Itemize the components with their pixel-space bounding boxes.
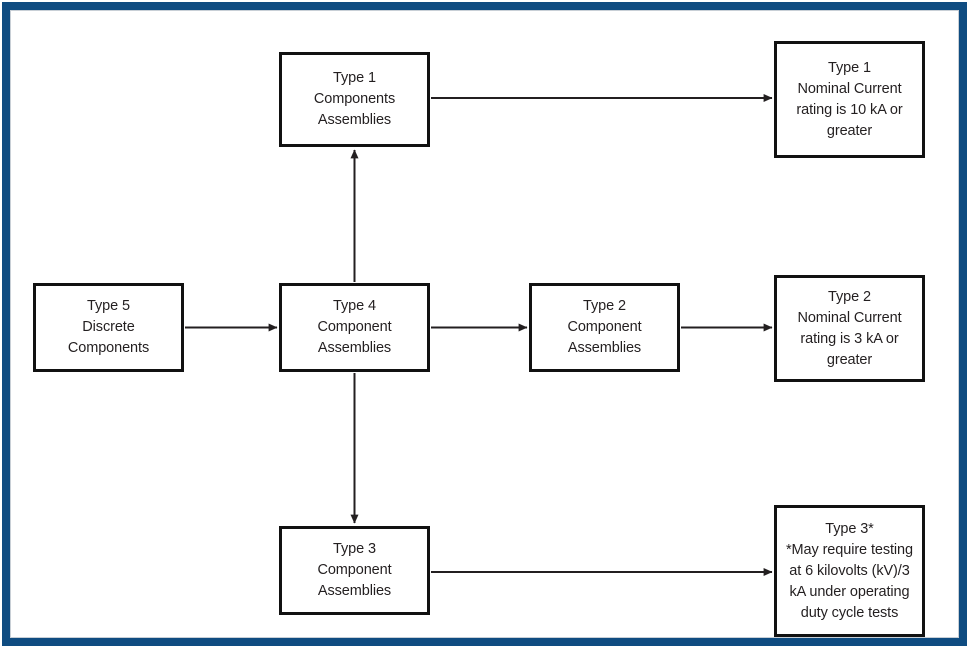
- node-line: Type 1: [333, 70, 376, 86]
- node-type1-components[interactable]: Type 1 Components Assemblies: [279, 52, 430, 147]
- node-line: Nominal Current: [797, 80, 902, 97]
- node-type2-component-assemblies[interactable]: Type 2 Component Assemblies: [529, 283, 680, 372]
- node-line: Type 5: [87, 298, 130, 314]
- page-border-frame: [2, 2, 967, 646]
- node-line: Components: [67, 340, 150, 356]
- node-line: Component: [567, 319, 642, 335]
- node-line: Component: [317, 562, 392, 578]
- node-type1-nominal-current[interactable]: Type 1 Nominal Current rating is 10 kA o…: [774, 41, 925, 158]
- node-line: Nominal Current: [797, 309, 902, 326]
- node-type2-nominal-current[interactable]: Type 2 Nominal Current rating is 3 kA or…: [774, 275, 925, 382]
- node-line: Type 3*: [825, 520, 874, 537]
- node-line: Type 4: [333, 298, 376, 314]
- node-line: rating is 10 kA or: [796, 101, 903, 118]
- node-line: Assemblies: [317, 112, 392, 128]
- node-line: Discrete: [82, 319, 135, 335]
- node-type5-discrete-components[interactable]: Type 5 Discrete Components: [33, 283, 184, 372]
- node-line: Type 2: [583, 298, 626, 314]
- node-line: Type 2: [828, 288, 871, 305]
- node-line: *May require testing: [786, 541, 913, 558]
- node-line: duty cycle tests: [800, 604, 899, 621]
- node-line: rating is 3 kA or: [800, 330, 899, 347]
- node-line: Components: [313, 91, 396, 107]
- node-line: Assemblies: [567, 340, 642, 356]
- node-type3-testing-note[interactable]: Type 3* *May require testing at 6 kilovo…: [774, 505, 925, 637]
- node-line: greater: [826, 122, 873, 139]
- node-line: Assemblies: [317, 583, 392, 599]
- node-line: Type 3: [333, 541, 376, 557]
- node-type3-component-assemblies[interactable]: Type 3 Component Assemblies: [279, 526, 430, 615]
- node-line: at 6 kilovolts (kV)/3: [789, 562, 910, 579]
- node-line: Type 1: [828, 59, 871, 76]
- node-line: Assemblies: [317, 340, 392, 356]
- node-line: greater: [826, 351, 873, 368]
- node-line: kA under operating: [789, 583, 910, 600]
- node-line: Component: [317, 319, 392, 335]
- node-type4-component-assemblies[interactable]: Type 4 Component Assemblies: [279, 283, 430, 372]
